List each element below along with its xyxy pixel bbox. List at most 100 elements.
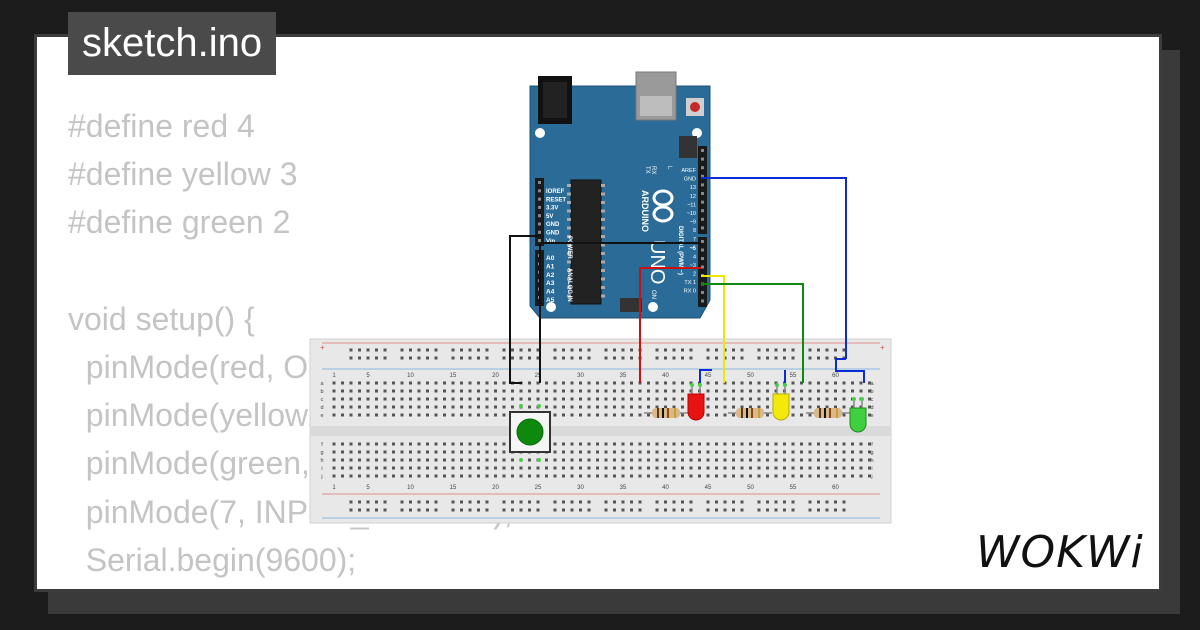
breadboard-hole — [358, 450, 361, 454]
breadboard-hole — [672, 500, 676, 504]
breadboard-hole — [757, 405, 761, 409]
breadboard-hole — [477, 397, 480, 401]
breadboard-hole — [732, 474, 735, 478]
breadboard-hole — [834, 389, 837, 393]
row-letter: c — [871, 397, 874, 403]
breadboard-hole — [613, 508, 616, 512]
breadboard-hole — [511, 405, 514, 409]
resistor-band — [829, 408, 831, 418]
breadboard-hole — [528, 474, 531, 478]
breadboard-hole — [681, 348, 684, 352]
breadboard-hole — [672, 450, 676, 454]
breadboard-hole — [774, 474, 778, 478]
breadboard-hole — [460, 348, 463, 352]
usb-port-inner — [640, 96, 672, 116]
chip-pin — [567, 209, 571, 213]
breadboard-hole — [528, 405, 531, 409]
digital-pin-label: ~5 — [690, 246, 696, 252]
resistor-band — [836, 408, 838, 418]
breadboard-hole — [587, 381, 591, 385]
breadboard-hole — [655, 405, 659, 409]
breadboard-hole — [647, 397, 650, 401]
power-pin-label: 3.3V — [546, 206, 558, 212]
wires — [509, 177, 865, 384]
breadboard-hole — [417, 442, 421, 446]
breadboard-hole — [817, 442, 820, 446]
breadboard-hole — [341, 413, 344, 417]
row-letter: e — [870, 413, 873, 419]
breadboard-hole — [647, 413, 650, 417]
breadboard-hole — [477, 466, 480, 470]
header-pin — [701, 299, 704, 303]
breadboard-hole — [485, 474, 489, 478]
breadboard-hole — [621, 381, 625, 385]
breadboard-hole — [672, 381, 676, 385]
breadboard-hole — [655, 397, 659, 401]
breadboard-hole — [332, 413, 336, 417]
breadboard-hole — [706, 397, 710, 401]
breadboard-hole — [859, 389, 863, 393]
breadboard-hole — [545, 466, 548, 470]
chip-pin — [567, 269, 571, 272]
breadboard-hole — [383, 458, 387, 462]
breadboard-hole — [579, 397, 582, 401]
breadboard-hole — [621, 348, 625, 352]
mount-hole — [648, 302, 658, 312]
breadboard-hole — [562, 474, 565, 478]
breadboard-hole — [655, 356, 659, 360]
breadboard-hole — [630, 356, 633, 360]
breadboard-hole — [851, 389, 854, 393]
breadboard-hole — [562, 356, 565, 360]
breadboard-hole — [757, 450, 761, 454]
breadboard-hole — [332, 397, 336, 401]
breadboard-hole — [451, 397, 455, 401]
breadboard-hole — [426, 356, 429, 360]
breadboard-hole — [808, 381, 812, 385]
chip-pin — [567, 252, 571, 255]
row-letter: d — [320, 405, 323, 411]
power-label: POWER — [566, 236, 572, 259]
header-pin — [701, 291, 704, 294]
breadboard-hole — [468, 405, 472, 409]
breadboard-hole — [468, 450, 472, 454]
breadboard-hole — [358, 413, 361, 417]
chip-pin — [567, 201, 571, 204]
wire-yellow — [701, 275, 725, 383]
breadboard-hole — [715, 397, 718, 401]
header-pin — [538, 181, 541, 184]
breadboard-hole — [791, 466, 795, 470]
breadboard-hole — [732, 500, 735, 504]
push-button — [509, 404, 551, 462]
digital-pin-label: ~3 — [690, 263, 696, 269]
breadboard-hole — [579, 508, 582, 512]
led-pin-dot — [775, 383, 779, 387]
breadboard-hole — [689, 381, 693, 385]
breadboard-hole — [842, 348, 846, 352]
breadboard-hole — [511, 508, 514, 512]
breadboard-hole — [562, 381, 565, 385]
breadboard-hole — [800, 413, 803, 417]
breadboard-hole — [375, 500, 378, 504]
row-letter: b — [870, 389, 873, 395]
breadboard-hole — [689, 500, 693, 504]
breadboard-hole — [366, 442, 370, 446]
breadboard-hole — [842, 413, 846, 417]
resistor-band — [657, 408, 659, 418]
breadboard-hole — [681, 381, 684, 385]
breadboard-hole — [536, 356, 540, 360]
breadboard-hole — [647, 405, 650, 409]
breadboard-hole — [426, 442, 429, 446]
breadboard-hole — [460, 389, 463, 393]
column-number: 30 — [577, 485, 584, 491]
breadboard-hole — [774, 466, 778, 470]
header-pin — [701, 209, 704, 213]
row-letter: a — [870, 381, 874, 387]
breadboard-hole — [502, 458, 506, 462]
chip-pin — [567, 235, 571, 238]
breadboard-hole — [562, 348, 565, 352]
resistor-band — [662, 408, 664, 418]
breadboard-hole — [570, 442, 574, 446]
breadboard-hole — [664, 397, 667, 401]
